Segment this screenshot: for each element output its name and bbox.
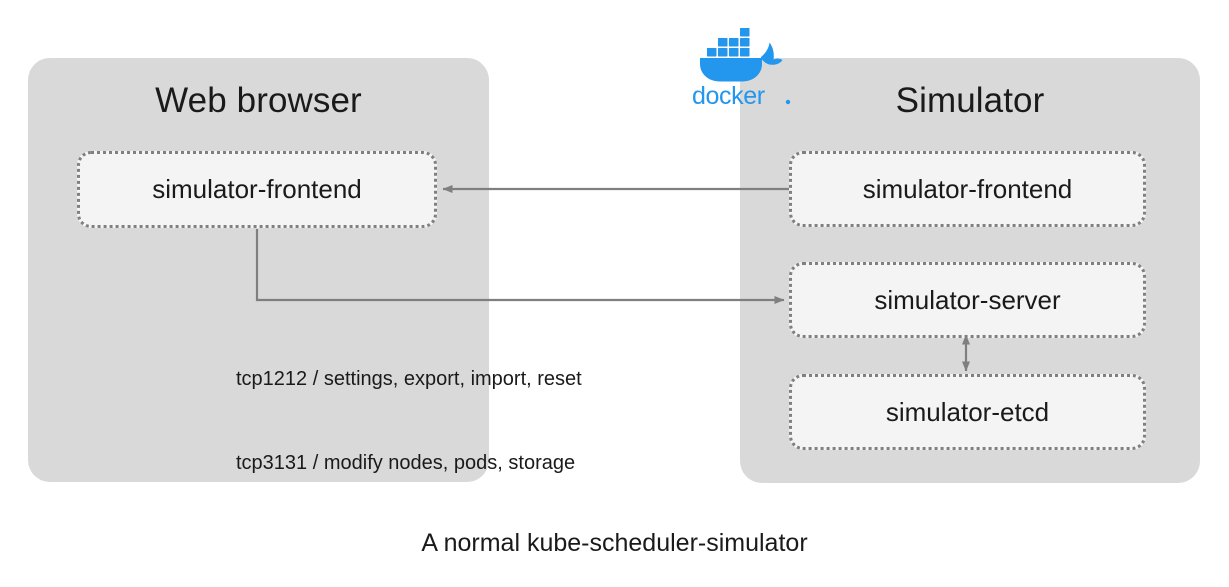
node-label: simulator-frontend (862, 173, 1073, 204)
node-label: simulator-server (874, 284, 1061, 315)
node-browser-simulator-frontend[interactable]: simulator-frontend (77, 151, 437, 228)
node-label: simulator-etcd (885, 396, 1050, 427)
node-label: simulator-frontend (152, 174, 362, 204)
protocol-note: tcp1212 / settings, export, import, rese… (236, 309, 582, 533)
node-simulator-etcd[interactable]: simulator-etcd (789, 374, 1146, 450)
docker-logo: docker (692, 28, 791, 108)
node-simulator-frontend[interactable]: simulator-frontend (789, 151, 1146, 227)
group-title-simulator: Simulator (895, 81, 1045, 120)
docker-whale-icon (700, 28, 783, 82)
group-title-web-browser: Web browser (155, 81, 362, 120)
node-simulator-server[interactable]: simulator-server (789, 262, 1146, 338)
protocol-note-line-2: tcp3131 / modify nodes, pods, storage (236, 452, 576, 474)
protocol-note-line-1: tcp1212 / settings, export, import, rese… (236, 368, 582, 390)
docker-wordmark: docker (692, 82, 791, 108)
figure-caption: A normal kube-scheduler-simulator (421, 529, 808, 557)
svg-text:docker: docker (692, 82, 765, 108)
